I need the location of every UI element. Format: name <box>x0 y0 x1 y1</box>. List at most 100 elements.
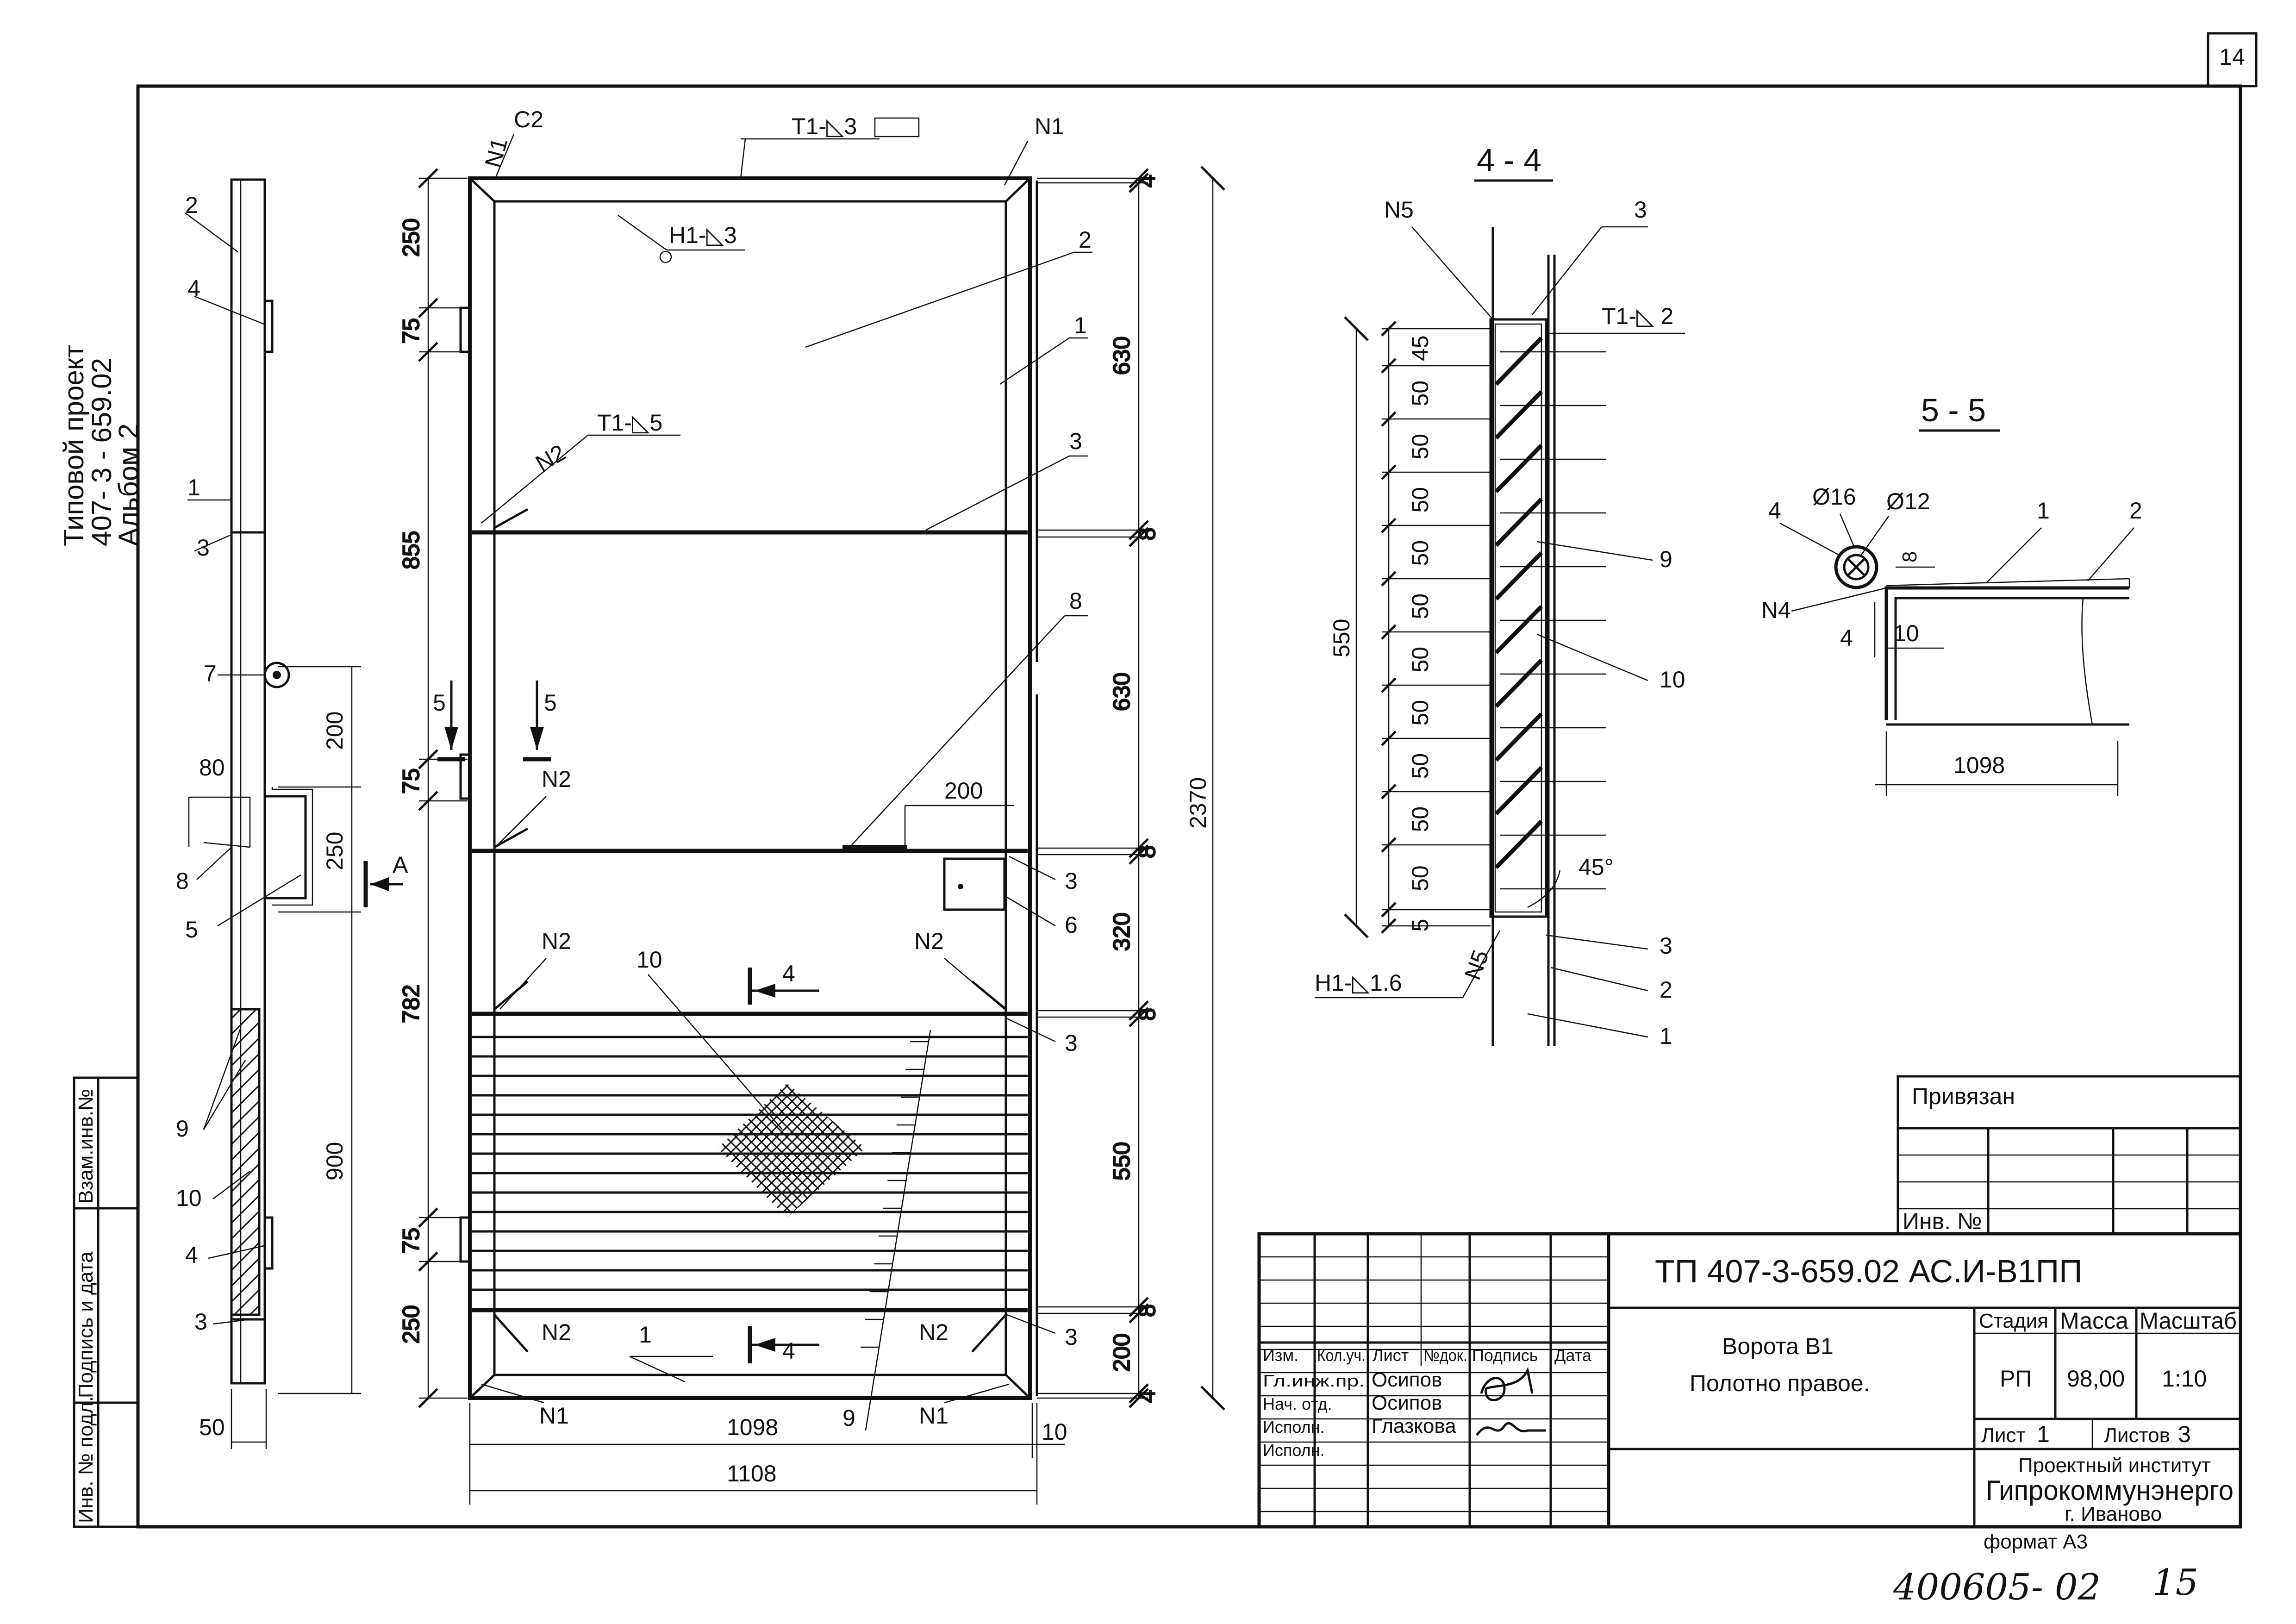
side-stamp-line3: Альбом 2 <box>113 424 144 546</box>
side-stamp: Типовой проект 407- 3 - 659.02 Альбом 2 <box>58 345 144 546</box>
label-n1-bottom-right: N1 <box>919 1403 948 1429</box>
dim-1098: 1098 <box>727 1414 778 1440</box>
left-dim-value: 782 <box>398 985 424 1023</box>
side-callout-4: 4 <box>187 275 200 301</box>
label-h1-16: H1-◺1.6 <box>1315 970 1402 996</box>
label-t1-5: T1-◺5 <box>597 410 662 436</box>
tb-org-1: Проектный институт <box>2018 1454 2211 1477</box>
label-t1-3: T1-◺3 <box>792 113 857 139</box>
louvre-44-slat <box>1494 497 1543 547</box>
dim-44-value: 50 <box>1407 593 1433 619</box>
side-view: 2 4 1 3 7 80 8 5 9 10 4 3 200 250 <box>176 178 408 1449</box>
right-dim-value: 8 <box>1134 528 1160 541</box>
side-callout-1: 1 <box>187 475 200 500</box>
dim-44-value: 5 <box>1407 919 1433 932</box>
tb-stage: РП <box>2000 1366 2032 1392</box>
handwritten-number: 400605- 02 <box>1893 1567 2101 1608</box>
label-n2-mid: N2 <box>542 766 571 792</box>
callout-44-1: 1 <box>1660 1023 1672 1049</box>
label-c2: C2 <box>514 106 543 132</box>
section-5-5: 5 - 5 Ø16 Ø12 4 N4 1 2 8 4 10 1098 <box>1761 392 2142 796</box>
side-callout-3: 3 <box>197 535 210 561</box>
dim-44-value: 50 <box>1407 865 1433 891</box>
callout-1-bottom: 1 <box>639 1322 652 1348</box>
label-45deg: 45° <box>1578 854 1614 880</box>
callout-3-bottom: 3 <box>1065 1324 1078 1350</box>
section-mark-4-bottom: 4 <box>782 1338 795 1364</box>
label-d16: Ø16 <box>1812 484 1856 510</box>
callout-6: 6 <box>1065 912 1078 938</box>
tb-org-3: г. Иваново <box>2065 1503 2162 1525</box>
dim-overall-2370: 2370 <box>1185 777 1211 829</box>
gate-elevation: 4 4 5 5 C2 N1 T1-◺3 N1 H1-◺3 T1-◺5 N2 N2… <box>398 106 1225 1505</box>
side-callout-5: 5 <box>185 917 198 943</box>
right-dim-value: 4 <box>1134 175 1160 187</box>
tb-role-3: Исполн. <box>1263 1418 1325 1437</box>
dim-55-10: 10 <box>1893 620 1919 646</box>
callout-44-10: 10 <box>1660 667 1685 693</box>
callout-44-9: 9 <box>1660 546 1672 572</box>
tb-sheet-value: 1 <box>2037 1421 2050 1447</box>
callout-55-2: 2 <box>2129 498 2142 524</box>
dim-44-value: 50 <box>1407 540 1433 566</box>
section-4-4-title: 4 - 4 <box>1477 142 1541 178</box>
tb-scale-label: Масштаб <box>2140 1308 2237 1334</box>
dim-44-value: 50 <box>1407 753 1433 779</box>
side-stamp-line2: 407- 3 - 659.02 <box>86 358 117 546</box>
tb-name-3: Глазкова <box>1372 1415 1456 1437</box>
dim-44-value: 50 <box>1407 700 1433 726</box>
tb-header-izm: Изм. <box>1263 1346 1298 1365</box>
callout-3-top: 3 <box>1069 428 1082 454</box>
label-n4: N4 <box>1761 597 1791 623</box>
dim-80: 80 <box>199 755 225 781</box>
louvre-44-slat <box>1494 766 1543 816</box>
callout-3-low: 3 <box>1065 1030 1078 1056</box>
hatched-panel <box>230 1008 261 1316</box>
privyazan-label: Привязан <box>1912 1083 2015 1109</box>
format-label: формат А3 <box>1984 1530 2088 1553</box>
louvre-44-slat <box>1494 390 1543 440</box>
tb-name-1: Осипов <box>1372 1368 1442 1391</box>
side-stamp-line1: Типовой проект <box>58 345 89 546</box>
label-n1-bottom-left: N1 <box>539 1403 569 1429</box>
side-dim-250: 250 <box>322 832 348 870</box>
callout-1: 1 <box>1074 312 1087 338</box>
tb-mass: 98,00 <box>2067 1366 2125 1392</box>
callout-44-3-top: 3 <box>1634 197 1647 223</box>
callout-9: 9 <box>842 1405 855 1431</box>
handwritten-page: 15 <box>2152 1562 2198 1604</box>
dim-44-value: 45 <box>1407 335 1433 361</box>
right-dim-value: 630 <box>1109 337 1135 375</box>
tb-header-kol: Кол.уч. <box>1317 1346 1366 1365</box>
callout-44-2: 2 <box>1660 977 1672 1003</box>
right-dim-value: 8 <box>1134 845 1160 858</box>
label-t1-2: T1-◺ 2 <box>1602 303 1673 329</box>
callout-3-mid: 3 <box>1065 868 1078 894</box>
dim-55-4: 4 <box>1840 625 1853 651</box>
tb-doc-name-2: Полотно правое. <box>1690 1370 1870 1396</box>
label-n1-top-left: N1 <box>480 135 513 170</box>
callout-44-3-bottom: 3 <box>1660 933 1672 959</box>
signature-1 <box>1480 1367 1534 1401</box>
louvre-44-slat <box>1494 551 1543 601</box>
label-n2-low-right: N2 <box>914 928 944 954</box>
tb-sheet-label: Лист <box>1981 1424 2026 1447</box>
left-dim-value: 250 <box>398 219 424 257</box>
side-callout-2: 2 <box>185 192 198 218</box>
margin-fields: Взам.инв.№ Подпись и дата Инв. № подл. <box>73 1076 139 1528</box>
left-dim-value: 75 <box>398 1228 424 1254</box>
label-d12: Ø12 <box>1886 488 1930 514</box>
label-n2-top: N2 <box>531 439 570 476</box>
dim-10: 10 <box>1042 1419 1067 1445</box>
louvre-44-slat <box>1494 712 1543 762</box>
margin-field-3: Инв. № подл. <box>75 1396 97 1523</box>
side-callout-9: 9 <box>176 1116 189 1142</box>
callout-2: 2 <box>1079 227 1092 253</box>
callout-55-4: 4 <box>1768 498 1781 524</box>
side-callout-3b: 3 <box>194 1309 207 1335</box>
louvre-slats <box>472 1036 1028 1311</box>
right-dim-value: 200 <box>1109 1333 1135 1372</box>
tb-role-4: Исполн. <box>1263 1441 1325 1460</box>
